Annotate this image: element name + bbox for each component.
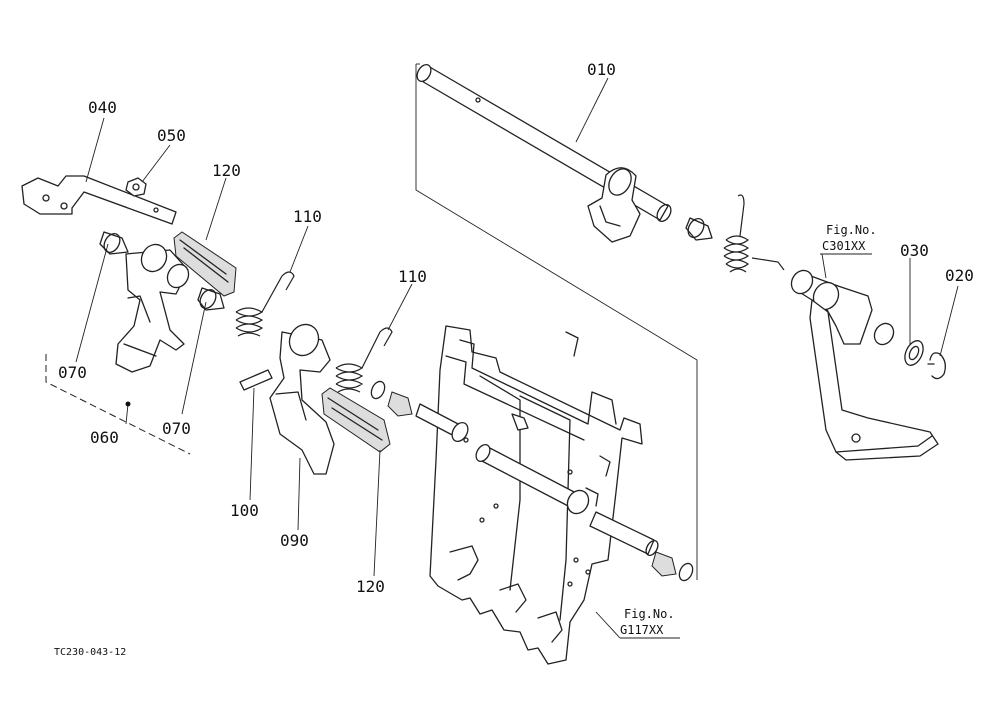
part-090-pedal bbox=[269, 323, 335, 475]
part-070-bushing-b bbox=[197, 287, 225, 311]
label-110-b: 110 bbox=[398, 267, 427, 286]
part-110-spring-b bbox=[335, 327, 393, 393]
figure-reference-g117: Fig.No. G117XX bbox=[620, 607, 675, 637]
label-120-b: 120 bbox=[356, 577, 385, 596]
ref-c301-title: Fig.No. bbox=[826, 223, 877, 237]
part-070-bushing-a bbox=[99, 231, 129, 255]
part-labels: 010 020 030 040 050 060 070 070 090 100 … bbox=[58, 60, 974, 596]
label-090: 090 bbox=[280, 531, 309, 550]
part-050-nut bbox=[125, 177, 147, 197]
label-100: 100 bbox=[230, 501, 259, 520]
upper-shaft bbox=[415, 403, 529, 442]
subassembly-dashed-outline bbox=[45, 354, 191, 455]
center-washer bbox=[370, 380, 413, 417]
label-120-a: 120 bbox=[212, 161, 241, 180]
label-110-a: 110 bbox=[293, 207, 322, 226]
label-070-b: 070 bbox=[162, 419, 191, 438]
part-120-pad-upper bbox=[173, 231, 237, 297]
label-010: 010 bbox=[587, 60, 616, 79]
main-frame-bracket bbox=[429, 325, 643, 665]
label-040: 040 bbox=[88, 98, 117, 117]
part-060-dot bbox=[125, 401, 131, 407]
assembly-outline bbox=[415, 63, 698, 580]
ref-g117-number: G117XX bbox=[620, 623, 664, 637]
label-070-a: 070 bbox=[58, 363, 87, 382]
right-pedal bbox=[790, 269, 939, 461]
part-110-spring-a bbox=[235, 271, 295, 337]
part-010-shaft bbox=[416, 63, 672, 243]
figure-reference-c301: Fig.No. C301XX bbox=[822, 223, 877, 253]
leader-lines bbox=[75, 77, 959, 639]
label-050: 050 bbox=[157, 126, 186, 145]
ref-g117-title: Fig.No. bbox=[624, 607, 675, 621]
cross-shaft bbox=[475, 443, 659, 557]
part-040-bracket bbox=[21, 175, 177, 225]
ref-c301-number: C301XX bbox=[822, 239, 866, 253]
label-060: 060 bbox=[90, 428, 119, 447]
part-030-washer bbox=[904, 340, 924, 366]
label-020: 020 bbox=[945, 266, 974, 285]
part-120-pad-lower bbox=[321, 387, 391, 453]
right-needle-bearing bbox=[651, 551, 694, 582]
right-spring bbox=[723, 194, 785, 273]
part-100-pin bbox=[239, 369, 273, 391]
part-020-snap-ring bbox=[927, 352, 946, 380]
label-030: 030 bbox=[900, 241, 929, 260]
right-bushing bbox=[685, 217, 713, 241]
drawing-id: TC230-043-12 bbox=[54, 647, 126, 658]
part-060-left-lever bbox=[115, 243, 190, 373]
